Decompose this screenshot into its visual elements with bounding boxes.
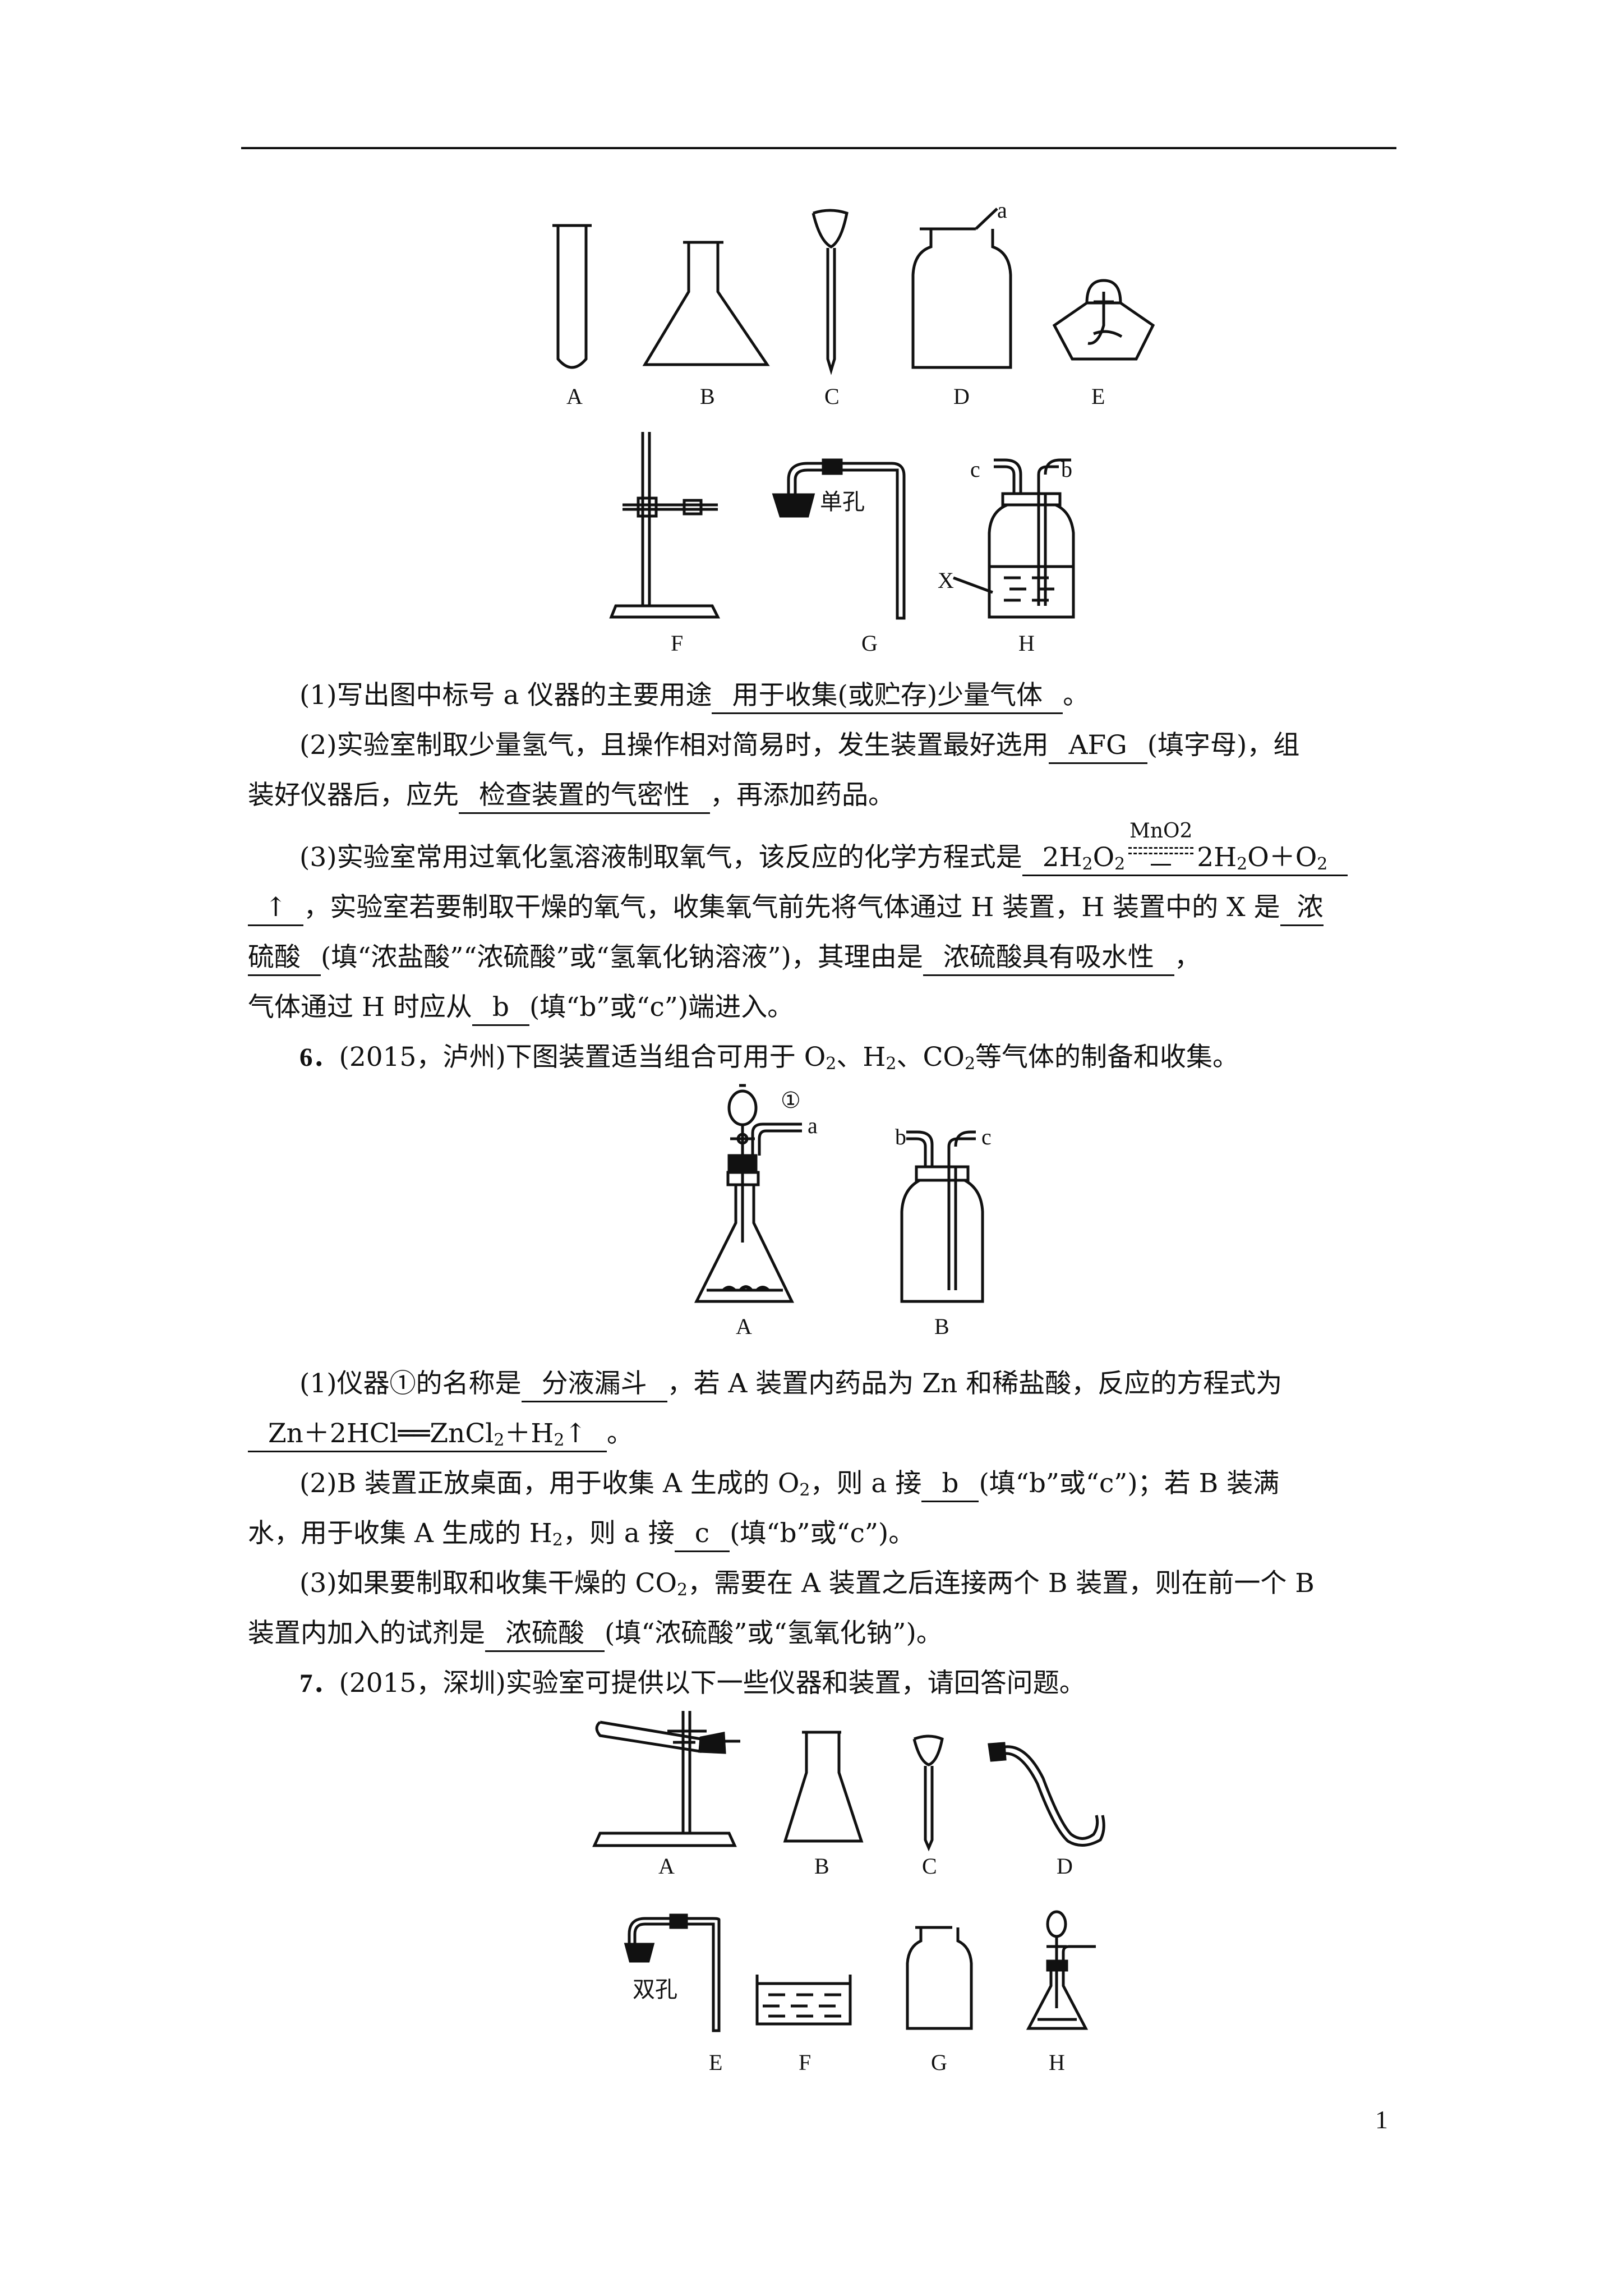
single-hole-stopper-tube-drawing [772, 458, 906, 620]
q5-answer-reason: 浓硫酸具有吸水性 [923, 941, 1174, 976]
figure3-label-B: B [814, 1853, 829, 1879]
q6-answer-equation: Zn＋2HCl══ZnCl2＋H2↑ [248, 1417, 607, 1452]
q6-label-B: B [934, 1314, 949, 1339]
double-hole-label: 双孔 [633, 1977, 677, 2003]
figure1-label-C: C [824, 384, 840, 409]
figure-apparatus-q6: ① a b c A B [694, 1084, 992, 1339]
figure1-mark-c: c [970, 457, 980, 482]
heating-stand-drawing [592, 1711, 740, 1847]
long-neck-funnel-drawing [811, 209, 849, 375]
figure1-mark-x: X [938, 568, 954, 593]
q6-part3-cont: 装置内加入的试剂是浓硫酸(填“浓硫酸”或“氢氧化钠”)。 [248, 1608, 1389, 1658]
test-tube-drawing [552, 224, 592, 369]
figure1-label-D: D [953, 384, 970, 409]
q6-mark-c: c [981, 1124, 992, 1149]
figure3-label-E: E [709, 2050, 722, 2075]
q6-part3: (3)如果要制取和收集干燥的 CO2，需要在 A 装置之后连接两个 B 装置，则… [299, 1568, 1315, 1600]
separatory-funnel-flask-drawing [694, 1084, 802, 1303]
q6-answer-3: c [674, 1517, 730, 1552]
reaction-condition: MnO2 [1128, 820, 1194, 871]
q5-answer-3: 检查装置的气密性 [459, 779, 710, 814]
figure1-mark-b: b [1061, 457, 1072, 482]
figure1-label-E: E [1091, 384, 1105, 409]
single-hole-label: 单孔 [820, 489, 865, 515]
q5-answer-x-1: 浓 [1280, 891, 1324, 926]
gas-arrow-blank: ↑ [248, 891, 304, 926]
figure3-label-H: H [1049, 2050, 1065, 2075]
q5-part2-cont: 装好仪器后，应先检查装置的气密性，再添加药品。 [248, 770, 1389, 820]
q5-answer-x-2: 硫酸 [248, 941, 321, 976]
q6-part1-cont: Zn＋2HCl══ZnCl2＋H2↑。 [248, 1409, 1389, 1458]
page-number: 1 [1375, 2105, 1388, 2134]
figure3-label-A: A [658, 1853, 675, 1879]
double-hole-stopper-tube-drawing [624, 1913, 721, 2032]
q5-answer-direction: b [472, 991, 529, 1026]
question-6-intro: 6．(2015，泸州)下图装置适当组合可用于 O2、H2、CO2等气体的制备和收… [299, 1042, 1239, 1074]
q5-answer-2: AFG [1048, 729, 1147, 764]
figure1-label-H: H [1018, 631, 1035, 656]
circle-one-mark: ① [781, 1088, 801, 1113]
q5-answer-1: 用于收集(或贮存)少量气体 [712, 679, 1063, 714]
long-neck-funnel-c-drawing [912, 1734, 944, 1852]
figure-apparatus-q7: 双孔 A B C D E F G H [592, 1711, 1105, 2075]
figure1-mark-a: a [997, 197, 1007, 223]
figure3-label-G: G [931, 2050, 947, 2075]
figure1-label-A: A [566, 384, 583, 409]
funnel-flask-h-drawing [1026, 1910, 1096, 2030]
figure3-label-D: D [1057, 1853, 1073, 1879]
q6-part1: (1)仪器①的名称是分液漏斗，若 A 装置内药品为 Zn 和稀盐酸，反应的方程式… [248, 1359, 1389, 1409]
figure3-label-C: C [922, 1853, 937, 1879]
gas-washing-bottle-drawing [953, 458, 1075, 619]
q5-part1: (1)写出图中标号 a 仪器的主要用途用于收集(或贮存)少量气体。 [248, 670, 1389, 720]
q6-answer-2: b [921, 1467, 979, 1502]
figure1-label-B: B [700, 384, 715, 409]
q5-part3-cont: ↑，实验室若要制取干燥的氧气，收集氧气前先将气体通过 H 装置，H 装置中的 X… [248, 882, 1389, 932]
q6-answer-1: 分液漏斗 [521, 1367, 667, 1402]
alcohol-lamp-drawing [1052, 279, 1155, 361]
question-7-intro: 7．(2015，深圳)实验室可提供以下一些仪器和装置，请回答问题。 [299, 1668, 1086, 1699]
q6-label-A: A [736, 1314, 752, 1339]
q6-mark-b: b [895, 1124, 906, 1149]
figure-apparatus-q5: 单孔 A B C D E F G H a c b X [552, 197, 1155, 656]
question-6-text: (1)仪器①的名称是分液漏斗，若 A 装置内药品为 Zn 和稀盐酸，反应的方程式… [248, 1359, 1389, 1709]
gas-collecting-bottle-drawing [911, 208, 1012, 369]
conical-flask-drawing [642, 241, 770, 366]
conical-flask-b-drawing [783, 1731, 864, 1843]
water-trough-drawing [755, 1975, 852, 2026]
q6-mark-a: a [808, 1113, 818, 1138]
header-rule [241, 147, 1396, 149]
figure3-label-F: F [799, 2050, 811, 2075]
iron-stand-drawing [609, 432, 721, 619]
gas-bottle-b-drawing [900, 1130, 984, 1303]
q5-part3-reason: 硫酸(填“浓盐酸”“浓硫酸”或“氢氧化钠溶液”)，其理由是浓硫酸具有吸水性， [248, 932, 1389, 982]
gas-bottle-g-drawing [906, 1926, 973, 2030]
figure1-label-F: F [671, 631, 683, 656]
question-5-text: (1)写出图中标号 a 仪器的主要用途用于收集(或贮存)少量气体。 (2)实验室… [248, 670, 1389, 1083]
figure1-label-G: G [861, 631, 878, 656]
bent-tube-d-drawing [988, 1742, 1105, 1847]
q6-answer-4: 浓硫酸 [485, 1617, 605, 1652]
